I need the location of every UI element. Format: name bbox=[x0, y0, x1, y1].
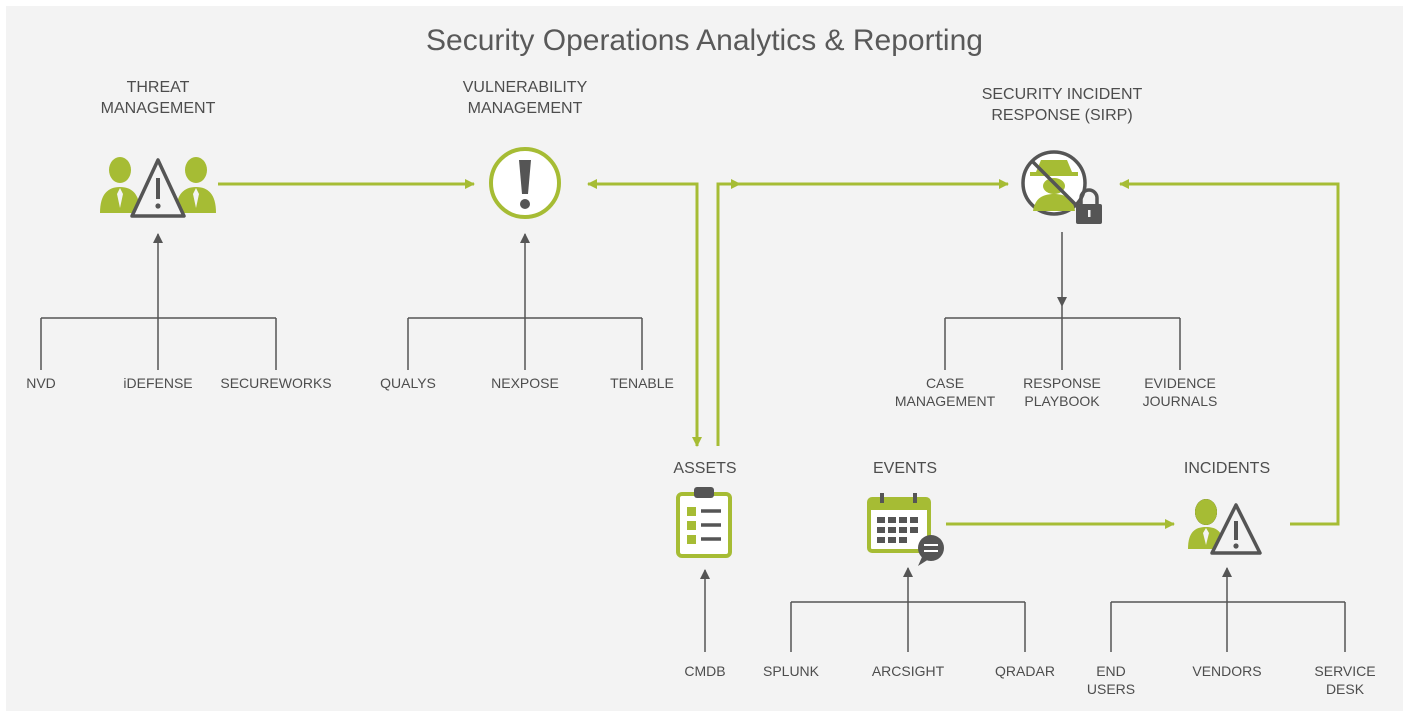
source-cmdb: CMDB bbox=[684, 663, 726, 679]
output-response-line-1: RESPONSE bbox=[1023, 375, 1101, 391]
source-qualys: QUALYS bbox=[380, 375, 436, 391]
vuln-label-line-2: MANAGEMENT bbox=[467, 100, 583, 117]
source-nvd: NVD bbox=[26, 375, 56, 391]
tree-threat-sources bbox=[40, 233, 277, 370]
source-arcsight: ARCSIGHT bbox=[871, 663, 945, 679]
user-warning-icon bbox=[1188, 499, 1262, 555]
source-vendors: VENDORS bbox=[1192, 663, 1262, 679]
output-case-line-1: CASE bbox=[925, 375, 965, 391]
tree-incidents-sources bbox=[1110, 567, 1346, 652]
vulnerability-management-label: VULNERABILITY MANAGEMENT bbox=[463, 77, 587, 119]
assets-label: ASSETS bbox=[673, 460, 737, 477]
threat-management-label: THREAT MANAGEMENT bbox=[101, 77, 216, 119]
source-end-users-line-2: USERS bbox=[1086, 681, 1136, 697]
source-service-desk: SERVICE DESK bbox=[1314, 662, 1375, 698]
sirp-label-line-1: SECURITY INCIDENT bbox=[981, 86, 1143, 103]
source-splunk: SPLUNK bbox=[762, 663, 820, 679]
output-response-playbook: RESPONSE PLAYBOOK bbox=[1023, 374, 1101, 410]
source-nexpose: NEXPOSE bbox=[491, 375, 559, 391]
output-evidence-line-1: EVIDENCE bbox=[1144, 375, 1216, 391]
source-qradar: QRADAR bbox=[995, 663, 1055, 679]
output-response-line-2: PLAYBOOK bbox=[1024, 393, 1100, 409]
sirp-label: SECURITY INCIDENT RESPONSE (SIRP) bbox=[982, 84, 1143, 126]
incidents-label: INCIDENTS bbox=[1183, 460, 1271, 477]
source-end-users-line-1: END bbox=[1096, 663, 1126, 679]
calendar-chat-icon bbox=[867, 493, 944, 566]
threat-label-line-2: MANAGEMENT bbox=[100, 100, 216, 117]
tree-events-sources bbox=[790, 567, 1026, 652]
edge-sirp-to-assets bbox=[716, 179, 741, 446]
threat-label-line-1: THREAT bbox=[126, 79, 190, 96]
users-warning-icon bbox=[100, 157, 216, 218]
sirp-label-line-2: RESPONSE (SIRP) bbox=[991, 107, 1133, 124]
clipboard-checklist-icon bbox=[676, 487, 732, 558]
diagram-title: Security Operations Analytics & Reportin… bbox=[426, 24, 983, 57]
source-service-desk-line-1: SERVICE bbox=[1314, 663, 1376, 679]
source-idefense: iDEFENSE bbox=[123, 375, 193, 391]
tree-vuln-sources bbox=[407, 233, 643, 370]
source-secureworks: SECUREWORKS bbox=[220, 375, 332, 391]
source-service-desk-line-2: DESK bbox=[1325, 681, 1365, 697]
vuln-label-line-1: VULNERABILITY bbox=[462, 79, 588, 96]
exclamation-circle-icon bbox=[489, 147, 561, 219]
output-evidence-line-2: JOURNALS bbox=[1142, 393, 1218, 409]
output-evidence-journals: EVIDENCE JOURNALS bbox=[1143, 374, 1218, 410]
output-case-line-2: MANAGEMENT bbox=[894, 393, 996, 409]
events-label: EVENTS bbox=[872, 460, 938, 477]
source-tenable: TENABLE bbox=[610, 375, 674, 391]
edge-incidents-to-sirp bbox=[1119, 179, 1340, 526]
output-case-management: CASE MANAGEMENT bbox=[895, 374, 995, 410]
tree-sirp-outputs bbox=[944, 232, 1181, 370]
source-end-users: END USERS bbox=[1087, 662, 1135, 698]
no-spy-lock-icon bbox=[1021, 150, 1102, 224]
